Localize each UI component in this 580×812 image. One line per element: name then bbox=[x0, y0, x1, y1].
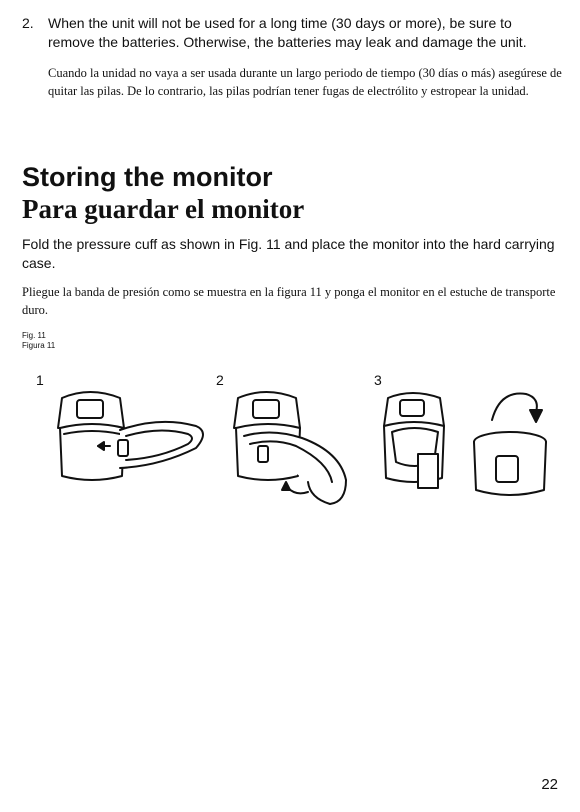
notice-number: 2. bbox=[22, 15, 34, 31]
step-number-2: 2 bbox=[216, 372, 224, 388]
step-number-1: 1 bbox=[36, 372, 44, 388]
cuff-folding-illustration bbox=[57, 391, 547, 505]
section-body-es: Pliegue la banda de presión como se mues… bbox=[22, 285, 556, 317]
figure-label: Fig. 11 Figura 11 bbox=[22, 331, 55, 351]
page-number: 22 bbox=[541, 776, 558, 793]
notice-text-en: When the unit will not be used for a lon… bbox=[48, 15, 527, 50]
section-title-es: Para guardar el monitor bbox=[22, 194, 305, 224]
section-body-en: Fold the pressure cuff as shown in Fig. … bbox=[22, 236, 555, 271]
battery-notice: 2. When the unit will not be used for a … bbox=[22, 14, 562, 100]
notice-text-es: Cuando la unidad no vaya a ser usada dur… bbox=[48, 66, 562, 98]
figure-label-es: Figura 11 bbox=[22, 341, 56, 350]
step-2-drawing bbox=[233, 391, 347, 505]
figure-11: 1 2 3 bbox=[20, 370, 560, 540]
step-3-drawing bbox=[383, 392, 547, 496]
section-title-en: Storing the monitor bbox=[22, 162, 273, 192]
step-number-3: 3 bbox=[374, 372, 382, 388]
step-1-drawing bbox=[57, 391, 204, 481]
figure-label-en: Fig. 11 bbox=[22, 331, 46, 340]
